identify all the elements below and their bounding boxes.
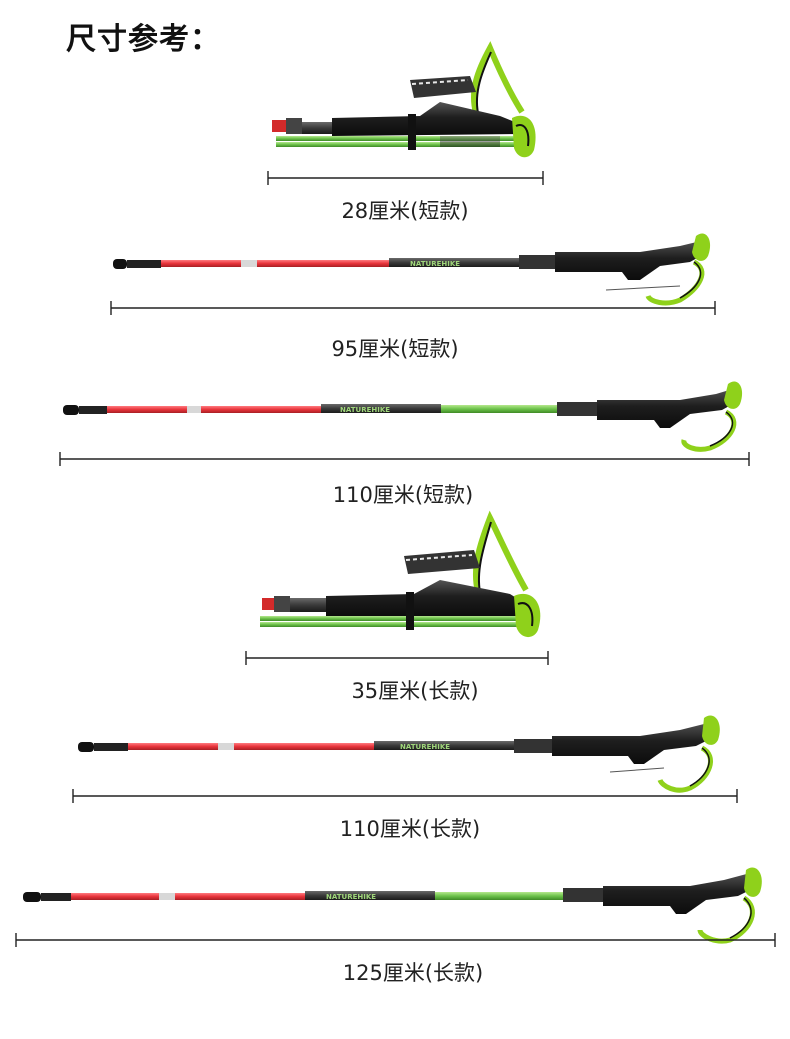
size-label-110-short: 110厘米(短款) — [332, 483, 474, 507]
size-label-125-long: 125厘米(长款) — [342, 961, 484, 985]
page-title: 尺寸参考： — [66, 22, 221, 57]
size-label-35-long: 35厘米(长款) — [351, 679, 479, 703]
svg-text:NATUREHIKE: NATUREHIKE — [400, 743, 450, 751]
pole-folded-long — [260, 510, 541, 638]
dimension-line-35 — [245, 651, 549, 665]
dimension-line-110-long — [72, 789, 738, 803]
size-label-28-short: 28厘米(短款) — [341, 199, 469, 223]
svg-text:NATUREHIKE: NATUREHIKE — [326, 893, 376, 901]
pole-folded-short — [272, 41, 536, 158]
pole-95-short: NATUREHIKE — [113, 233, 711, 306]
size-label-110-long: 110厘米(长款) — [339, 817, 481, 841]
size-label-95-short: 95厘米(短款) — [331, 337, 459, 361]
pole-110-short: NATUREHIKE — [63, 381, 743, 452]
dimension-line-125 — [15, 933, 776, 947]
dimension-line-110-short — [59, 452, 750, 466]
pole-110-long: NATUREHIKE — [78, 715, 720, 793]
dimension-line-95 — [110, 301, 716, 315]
svg-text:NATUREHIKE: NATUREHIKE — [410, 260, 460, 268]
svg-text:NATUREHIKE: NATUREHIKE — [340, 406, 390, 414]
dimension-line-28 — [267, 171, 544, 185]
pole-125-long: NATUREHIKE — [23, 867, 762, 944]
